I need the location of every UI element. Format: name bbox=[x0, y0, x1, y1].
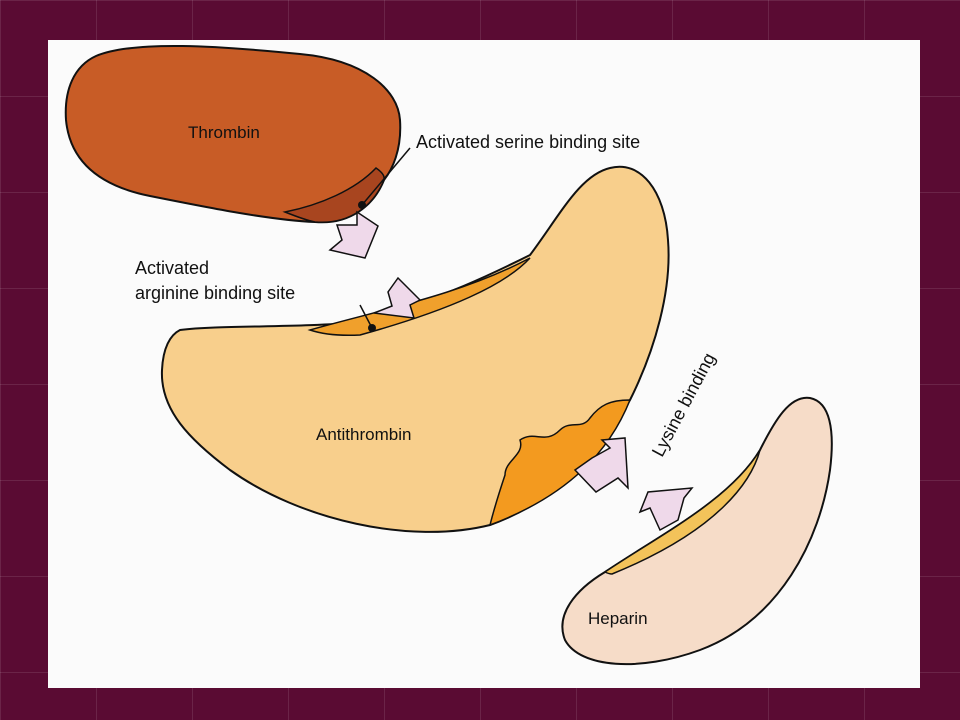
arrow-antithrombin-to-heparin bbox=[573, 437, 629, 493]
arrow-down-thrombin bbox=[328, 210, 379, 259]
lysine-binding-site-heparin bbox=[603, 449, 761, 575]
arginine-site-label-line1: Activated bbox=[135, 258, 209, 278]
arginine-leader-line bbox=[359, 304, 373, 329]
lysine-binding-label: Lysine binding bbox=[648, 349, 719, 459]
arginine-site-label-line2: arginine binding site bbox=[135, 283, 295, 303]
serine-binding-site bbox=[282, 167, 385, 223]
lysine-binding-site-antithrombin bbox=[488, 399, 632, 527]
arrow-heparin-to-antithrombin bbox=[638, 487, 694, 532]
thrombin-label: Thrombin bbox=[188, 123, 260, 142]
serine-site-label: Activated serine binding site bbox=[416, 132, 640, 152]
antithrombin-label: Antithrombin bbox=[316, 425, 411, 444]
heparin-label: Heparin bbox=[588, 609, 648, 628]
serine-leader-line bbox=[361, 147, 411, 206]
arrow-up-antithrombin bbox=[373, 276, 422, 319]
